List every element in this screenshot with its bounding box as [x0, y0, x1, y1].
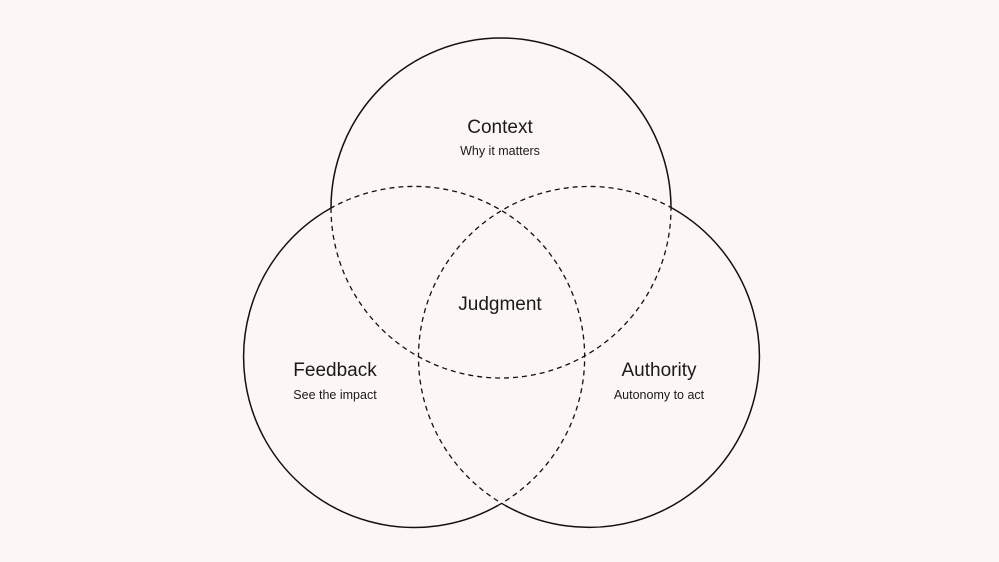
authority-circle-outline: [504, 207, 761, 529]
authority-subtitle: Autonomy to act: [614, 388, 705, 402]
authority-title: Authority: [622, 360, 697, 381]
context-circle-outline: [330, 37, 672, 209]
judgment-label: Judgment: [458, 294, 542, 315]
feedback-circle-inner-arc: [329, 185, 586, 506]
context-subtitle: Why it matters: [460, 144, 540, 158]
context-title: Context: [467, 117, 533, 138]
feedback-subtitle: See the impact: [293, 388, 377, 402]
feedback-circle-outline: [242, 207, 499, 529]
authority-circle-inner-arc: [417, 185, 674, 506]
feedback-title: Feedback: [293, 360, 377, 381]
context-circle-inner-arc: [330, 207, 672, 379]
